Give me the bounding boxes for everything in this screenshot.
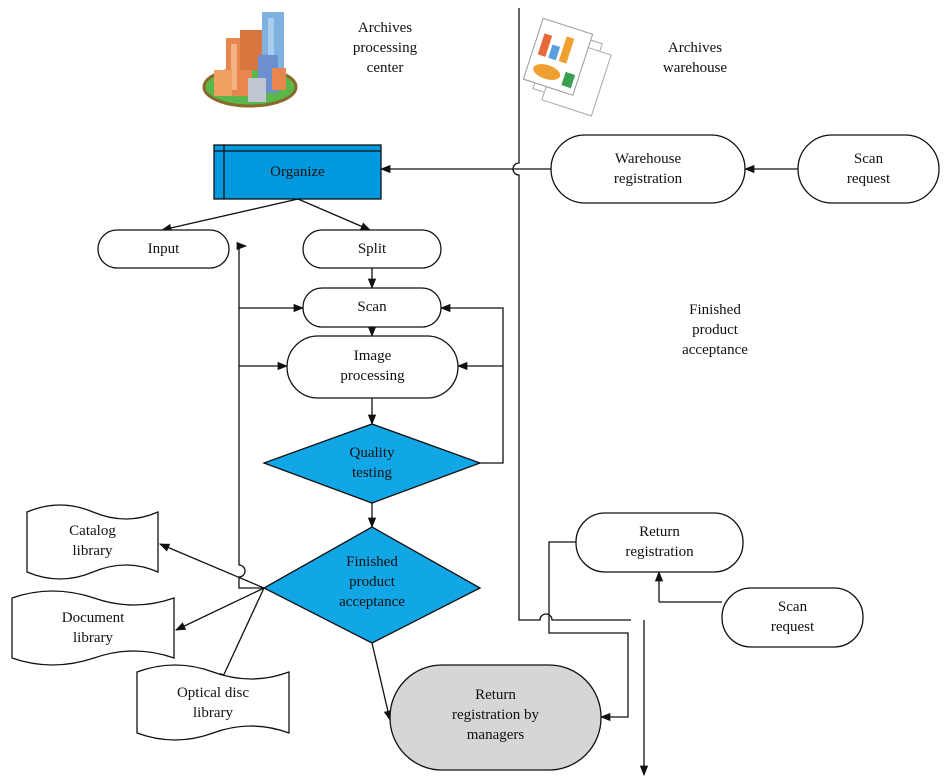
scan-node <box>302 287 442 328</box>
warehouse-registration-node <box>550 134 746 204</box>
edge-acceptance-to-catalog <box>159 543 265 589</box>
input-node <box>97 229 230 269</box>
edge-acceptance-to-return-managers <box>371 642 392 722</box>
catalog-library-node <box>26 504 159 580</box>
return-by-managers-node <box>389 664 602 771</box>
documents-charts-icon <box>522 17 612 117</box>
city-buildings-icon <box>202 12 298 108</box>
image-processing-node <box>286 335 459 399</box>
return-registration-node <box>575 512 744 573</box>
edge-quality-feedback <box>439 303 504 464</box>
document-library-node <box>11 590 175 666</box>
organize-node <box>213 144 382 200</box>
finished-product-acceptance-node <box>262 526 482 644</box>
edge-acceptance-to-optical <box>219 587 265 684</box>
edge-acceptance-feedback <box>236 241 264 589</box>
quality-testing-node <box>262 423 482 504</box>
edge-acceptance-to-document <box>175 587 265 631</box>
optical-disc-library-node <box>136 664 290 741</box>
split-node <box>302 229 442 269</box>
scan-request-bottom-node <box>721 587 864 648</box>
region-divider <box>512 8 631 621</box>
scan-request-top-node <box>797 134 940 204</box>
edge-return-to-managers <box>548 541 629 722</box>
edge-organize-to-input <box>160 198 299 232</box>
edge-organize-to-split <box>297 198 371 231</box>
